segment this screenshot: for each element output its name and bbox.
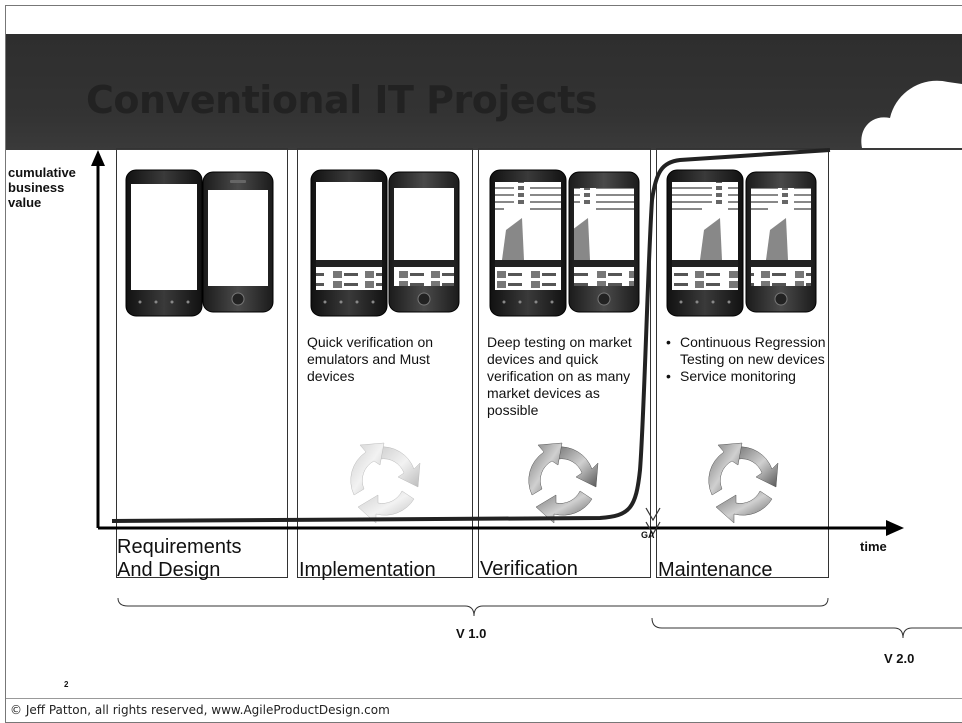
iphone-icon [388,171,460,313]
business-value-curve [111,148,831,523]
footer-copyright: © Jeff Patton, all rights reserved, www.… [10,703,390,717]
iphone-icon [568,171,640,313]
stage-column-verification [478,148,651,578]
y-axis-arrowhead [91,150,105,166]
footer-divider [6,698,962,699]
cycle-arrows-icon [708,442,779,524]
maintenance-bullet: Service monitoring [662,368,828,385]
version-2-label: V 2.0 [884,651,915,666]
y-axis-label: cumulative business value [8,165,76,210]
verification-description: Deep testing on market devices and quick… [487,334,632,418]
maintenance-bullet: Continuous Regression Testing on new dev… [662,334,828,368]
x-axis-label: time [860,539,887,554]
stage-label-maintenance: Maintenance [658,559,773,581]
cycle-arrows-icon [350,442,421,524]
v2-brace [651,617,962,639]
maintenance-bullets: Continuous Regression Testing on new dev… [662,334,828,385]
ga-milestone-marker [645,507,661,536]
iphone-icon [745,171,817,313]
android-phone-icon [310,169,388,317]
stage-label-requirements: Requirements And Design [117,536,242,581]
stage-label-implementation: Implementation [299,559,436,581]
page-number: 2 [64,680,69,689]
android-phone-icon [489,169,567,317]
stage-column-requirements [116,148,288,578]
slide-title: Conventional IT Projects [86,78,597,122]
implementation-description: Quick verification on emulators and Must… [307,334,434,384]
stage-column-implementation [297,148,473,578]
stage-label-verification: Verification [480,558,578,580]
ga-label: GA [641,530,655,540]
v1-brace [117,597,829,617]
header-band [6,34,962,150]
x-axis-arrowhead [886,520,904,536]
cycle-arrows-icon [528,442,599,524]
android-phone-icon [666,169,744,317]
android-phone-icon [125,169,203,317]
value-axes [96,162,892,530]
iphone-icon [202,171,274,313]
version-1-label: V 1.0 [456,626,487,641]
stage-column-maintenance [656,148,829,578]
